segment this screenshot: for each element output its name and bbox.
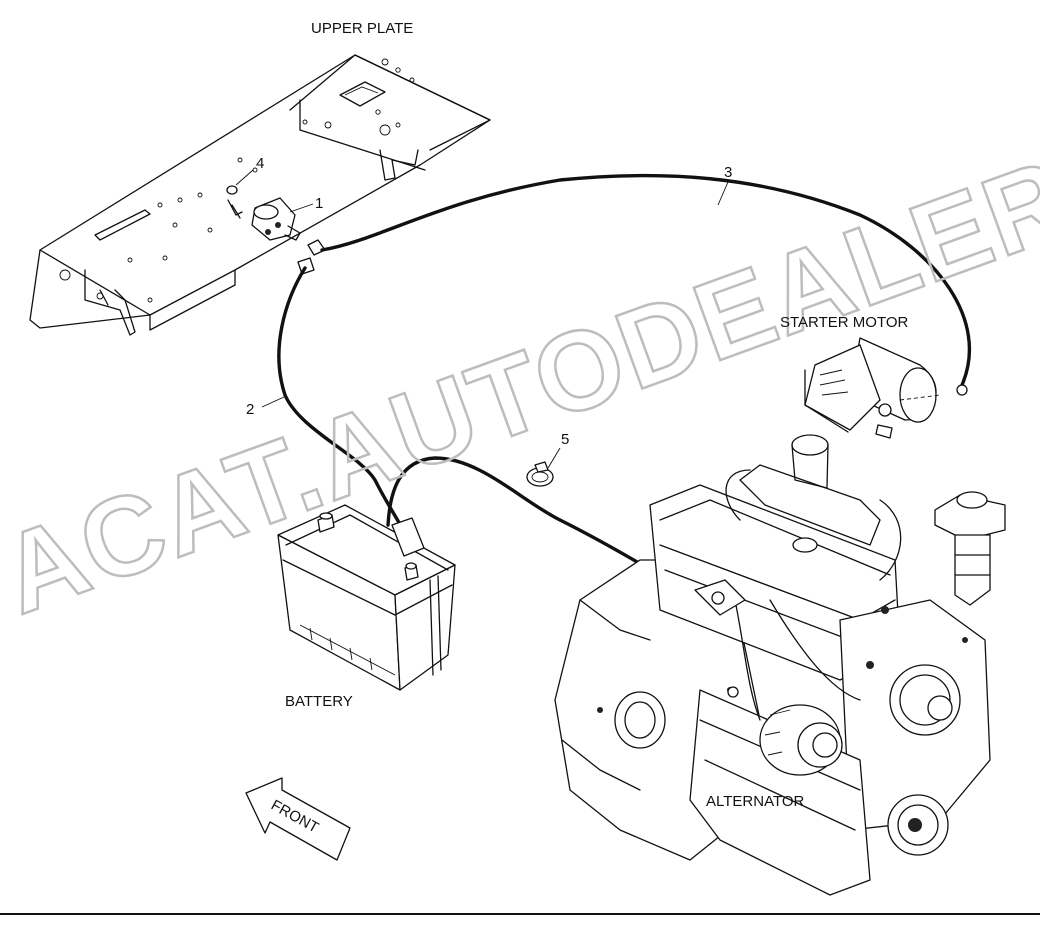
callout-1-number: 1 (315, 195, 323, 212)
clamp-part-5 (526, 461, 554, 487)
callout-5-number: 5 (561, 431, 569, 448)
switch-part-1 (251, 197, 301, 241)
callout-1: 1 (289, 195, 323, 213)
callout-2-number: 2 (246, 401, 254, 418)
callout-4-number: 4 (256, 155, 264, 172)
callout-2: 2 (246, 396, 285, 418)
battery-label: BATTERY (285, 693, 353, 710)
callout-5: 5 (547, 431, 569, 469)
upper-plate (29, 54, 491, 336)
cable-part-2 (277, 266, 404, 530)
cable-part-3 (320, 173, 972, 387)
starter-terminal (956, 384, 968, 396)
starter-motor (804, 337, 941, 439)
callout-3: 3 (717, 164, 732, 206)
callout-3-number: 3 (724, 164, 732, 181)
battery (277, 504, 456, 691)
plate-holes (59, 58, 415, 303)
cable-connectors (297, 239, 326, 275)
starter-motor-label: STARTER MOTOR (780, 314, 909, 331)
engine (554, 434, 1006, 896)
front-arrow: FRONT (245, 777, 351, 861)
clamp-part-4 (226, 185, 243, 219)
callout-4: 4 (235, 155, 264, 186)
alternator-label: ALTERNATOR (706, 793, 805, 810)
upper-plate-label: UPPER PLATE (311, 20, 413, 37)
